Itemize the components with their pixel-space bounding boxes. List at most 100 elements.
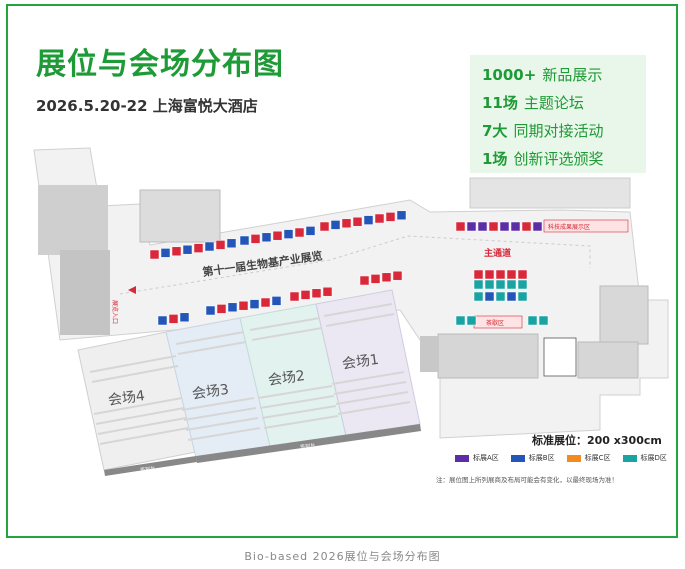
booth bbox=[215, 240, 226, 250]
legend-swatch-d bbox=[622, 454, 637, 462]
hall-1-label: 会场1 bbox=[341, 352, 380, 373]
booth bbox=[381, 272, 392, 283]
legend-label: 标展C区 bbox=[584, 454, 611, 462]
stat-number: 1场 bbox=[482, 150, 508, 168]
booth bbox=[311, 288, 322, 299]
booth bbox=[157, 315, 168, 326]
stat-text: 新品展示 bbox=[542, 66, 603, 84]
hall-3: 会场3 bbox=[165, 317, 271, 459]
booth bbox=[168, 314, 179, 324]
sign-in-bar bbox=[104, 456, 197, 476]
booth bbox=[477, 221, 488, 232]
stat-item: 1000+新品展示 bbox=[482, 61, 646, 89]
booth bbox=[488, 221, 499, 232]
booth bbox=[527, 315, 538, 326]
booth bbox=[484, 269, 495, 280]
hall-2-label: 会场2 bbox=[267, 368, 306, 389]
booth bbox=[204, 241, 215, 252]
building-block bbox=[139, 189, 221, 243]
tech-display-label: 科技成果展示区 bbox=[548, 223, 590, 231]
standard-booth-size: 标准展位：200 x300cm bbox=[532, 434, 662, 447]
building-block bbox=[437, 333, 539, 379]
stat-item: 7大同期对接活动 bbox=[482, 117, 646, 145]
stats-box: 1000+新品展示 11场主题论坛 7大同期对接活动 1场创新评选颁奖 bbox=[470, 55, 646, 173]
legend-swatch-b bbox=[510, 454, 525, 462]
stat-number: 7大 bbox=[482, 122, 508, 140]
main-aisle-label: 主通道 bbox=[484, 247, 511, 259]
booth bbox=[226, 238, 237, 249]
hall-2: 会场2 bbox=[239, 303, 347, 447]
page-title: 展位与会场分布图 bbox=[36, 47, 284, 82]
booth bbox=[249, 299, 260, 309]
booth bbox=[506, 269, 517, 280]
layout-note: 注：展位图上所列展商及布局可能会有变化，以最终现场为准！ bbox=[436, 476, 618, 484]
booth bbox=[250, 234, 261, 244]
building-block bbox=[38, 185, 108, 255]
booth bbox=[484, 279, 495, 290]
booth bbox=[352, 216, 363, 227]
event-date-venue: 2026.5.20-22 上海富悦大酒店 bbox=[36, 97, 258, 115]
booth bbox=[484, 291, 495, 302]
booth bbox=[239, 235, 250, 246]
booth bbox=[182, 244, 193, 255]
booth bbox=[261, 232, 272, 243]
booth bbox=[455, 221, 466, 232]
stat-text: 同期对接活动 bbox=[513, 122, 604, 140]
booth bbox=[466, 315, 477, 326]
booth-group bbox=[149, 210, 549, 326]
booth bbox=[205, 305, 216, 316]
booth bbox=[160, 248, 171, 258]
booth bbox=[517, 269, 528, 280]
booth bbox=[322, 286, 333, 297]
booth bbox=[289, 291, 300, 302]
stat-text: 主题论坛 bbox=[523, 94, 584, 112]
building-block bbox=[469, 177, 631, 209]
entrance-label: 展览入口 bbox=[111, 300, 119, 324]
stat-item: 11场主题论坛 bbox=[482, 89, 646, 117]
legend-item: 标展C区 bbox=[566, 453, 611, 463]
booth bbox=[473, 279, 484, 290]
booth bbox=[193, 243, 204, 253]
booth bbox=[495, 279, 506, 290]
stat-number: 11场 bbox=[482, 94, 518, 112]
booth bbox=[149, 249, 160, 260]
booth bbox=[495, 269, 506, 280]
booth bbox=[473, 269, 484, 280]
legend-label: 标展B区 bbox=[528, 454, 555, 462]
booth bbox=[171, 246, 182, 257]
legend-swatch-a bbox=[455, 454, 469, 462]
legend-item: 标展B区 bbox=[510, 453, 555, 463]
booth bbox=[370, 274, 381, 284]
booth bbox=[396, 210, 407, 221]
stat-text: 创新评选颁奖 bbox=[513, 150, 604, 168]
sign-in-bar bbox=[196, 424, 421, 463]
booth bbox=[216, 304, 227, 314]
booth bbox=[238, 300, 249, 311]
booth bbox=[283, 229, 294, 239]
hall-1: 会场1 bbox=[315, 289, 421, 437]
main-aisle-route bbox=[119, 235, 591, 295]
booth bbox=[374, 213, 385, 224]
booth bbox=[341, 218, 352, 229]
legend-item: 标展D区 bbox=[622, 453, 667, 463]
booth bbox=[363, 215, 374, 225]
stair-block bbox=[543, 337, 577, 377]
building-block bbox=[60, 250, 110, 335]
legend-label: 标展D区 bbox=[640, 454, 667, 462]
booth bbox=[495, 291, 506, 302]
booth bbox=[538, 315, 549, 326]
booth bbox=[517, 279, 528, 290]
booth bbox=[305, 226, 316, 236]
booth bbox=[179, 312, 190, 323]
sign-in-label: 签到台 bbox=[300, 442, 316, 451]
booth bbox=[359, 275, 370, 286]
booth bbox=[506, 279, 517, 290]
booth bbox=[260, 297, 271, 308]
entrance-arrow bbox=[128, 286, 136, 294]
booth bbox=[510, 221, 521, 232]
booth bbox=[532, 221, 543, 232]
tech-display-area bbox=[543, 219, 629, 233]
stat-item: 1场创新评选颁奖 bbox=[482, 145, 646, 173]
booth bbox=[330, 220, 341, 230]
